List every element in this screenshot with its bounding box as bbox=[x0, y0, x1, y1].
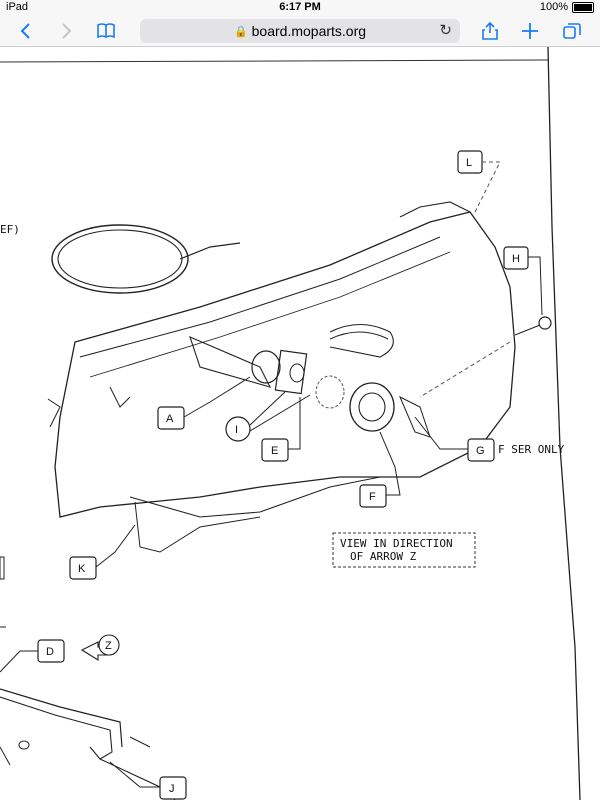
label-k: K bbox=[78, 563, 86, 575]
share-icon bbox=[482, 21, 498, 40]
share-button[interactable] bbox=[476, 18, 504, 44]
label-l: L bbox=[466, 157, 472, 169]
address-bar[interactable]: 🔒 board.moparts.org ↻ bbox=[140, 19, 460, 43]
label-f: F bbox=[369, 491, 376, 503]
view-note-line2: OF ARROW Z bbox=[350, 550, 417, 563]
browser-toolbar: 🔒 board.moparts.org ↻ bbox=[0, 16, 600, 47]
label-d: D bbox=[46, 646, 54, 658]
plus-icon bbox=[522, 23, 538, 39]
reload-icon[interactable]: ↻ bbox=[439, 22, 452, 39]
partial-text: EF) bbox=[0, 223, 20, 236]
status-time: 6:17 PM bbox=[279, 1, 321, 13]
device-name: iPad bbox=[6, 1, 29, 13]
chevron-right-icon bbox=[62, 23, 72, 39]
url-text: board.moparts.org bbox=[251, 23, 367, 39]
label-g: G bbox=[476, 445, 485, 457]
label-a: A bbox=[166, 413, 174, 425]
label-z: Z bbox=[105, 640, 112, 652]
chevron-left-icon bbox=[20, 23, 30, 39]
label-h: H bbox=[512, 253, 520, 265]
battery-percent: 100% bbox=[539, 1, 568, 13]
label-i: I bbox=[235, 424, 238, 436]
status-bar: iPad 6:17 PM 100% bbox=[0, 0, 600, 16]
lock-icon: 🔒 bbox=[233, 25, 248, 38]
new-tab-button[interactable] bbox=[516, 18, 544, 44]
page-content: EF) L H bbox=[0, 47, 600, 800]
view-note-line1: VIEW IN DIRECTION bbox=[340, 537, 453, 550]
back-button[interactable] bbox=[12, 18, 40, 44]
book-icon bbox=[97, 23, 115, 39]
bookmarks-button[interactable] bbox=[92, 18, 120, 44]
tabs-icon bbox=[563, 23, 581, 39]
parts-diagram: EF) L H bbox=[0, 47, 581, 800]
battery-indicator: 100% bbox=[540, 1, 594, 13]
forward-button[interactable] bbox=[52, 18, 80, 44]
g-note: F SER ONLY bbox=[498, 443, 565, 456]
label-j: J bbox=[169, 783, 175, 795]
tabs-button[interactable] bbox=[558, 18, 586, 44]
battery-icon bbox=[572, 1, 594, 13]
label-e: E bbox=[271, 445, 278, 457]
